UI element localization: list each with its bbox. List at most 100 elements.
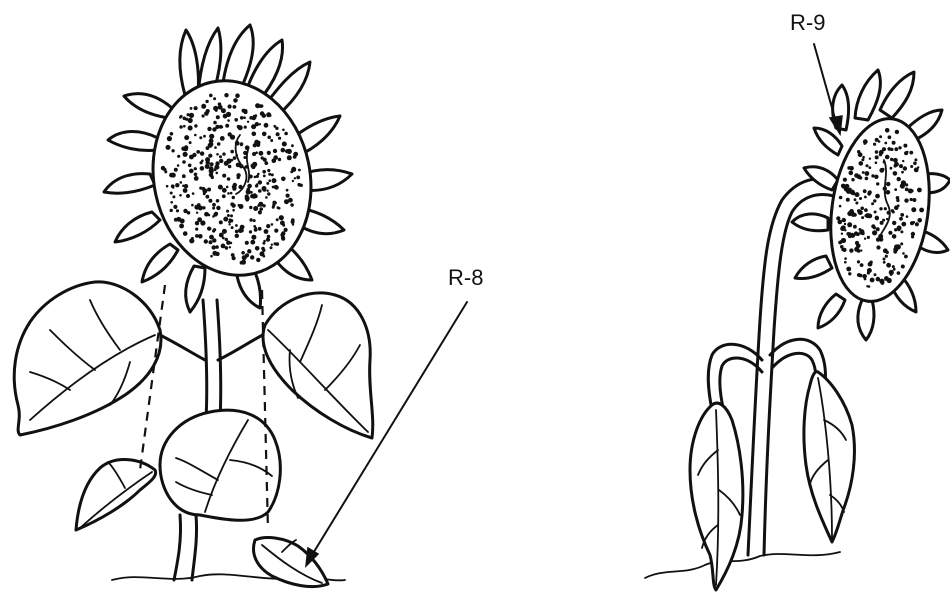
- seed-dot: [209, 94, 213, 98]
- seed-dot: [854, 247, 859, 252]
- seed-dot: [211, 176, 214, 179]
- seed-dot: [257, 173, 260, 176]
- seed-dot: [230, 150, 234, 154]
- seed-dot: [256, 183, 258, 185]
- seed-dot: [258, 180, 262, 184]
- seed-dot: [212, 251, 217, 256]
- seed-dot: [871, 224, 875, 228]
- seed-dot: [218, 185, 223, 190]
- seed-dot: [215, 245, 219, 249]
- seed-dot: [901, 171, 904, 174]
- seed-dot: [205, 157, 210, 162]
- seed-dot: [179, 194, 182, 197]
- seed-dot: [209, 134, 214, 139]
- seed-dot: [266, 182, 269, 185]
- seed-dot: [897, 271, 901, 275]
- seed-dot: [222, 188, 227, 193]
- seed-dot: [901, 180, 906, 185]
- seed-dot: [863, 139, 868, 144]
- seed-dot: [883, 161, 886, 164]
- seed-dot: [863, 189, 867, 193]
- seed-dot: [227, 177, 231, 181]
- seed-dot: [909, 151, 913, 155]
- seed-dot: [866, 164, 869, 167]
- seed-dot: [838, 220, 843, 225]
- seed-dot: [210, 255, 213, 258]
- seed-dot: [894, 188, 897, 191]
- seed-dot: [917, 218, 922, 223]
- seed-dot: [214, 165, 219, 170]
- seed-dot: [839, 205, 842, 208]
- seed-dot: [861, 158, 864, 161]
- seed-dot: [271, 173, 274, 176]
- seed-dot: [884, 207, 887, 210]
- seed-dot: [255, 122, 259, 126]
- seed-dot: [238, 185, 242, 189]
- seed-dot: [196, 150, 200, 154]
- seed-dot: [904, 151, 908, 155]
- seed-dot: [170, 209, 173, 212]
- seed-dot: [844, 187, 849, 192]
- seed-dot: [247, 184, 252, 189]
- seed-dot: [853, 213, 857, 217]
- seed-dot: [227, 214, 230, 217]
- seed-dot: [190, 107, 193, 110]
- seed-dot: [914, 158, 917, 161]
- seed-dot: [189, 141, 192, 144]
- seed-dot: [284, 199, 289, 204]
- seed-dot: [849, 166, 854, 171]
- seed-dot: [163, 168, 166, 171]
- seed-dot: [174, 168, 178, 172]
- seed-dot: [169, 173, 174, 178]
- seed-dot: [263, 158, 267, 162]
- seed-dot: [212, 127, 216, 131]
- seed-dot: [225, 238, 228, 241]
- seed-dot: [177, 164, 180, 167]
- seed-dot: [198, 234, 203, 239]
- seed-dot: [243, 116, 246, 119]
- seed-dot: [286, 189, 289, 192]
- seed-dot: [250, 240, 255, 245]
- seed-dot: [847, 211, 852, 216]
- seed-dot: [274, 201, 277, 204]
- seed-dot: [226, 158, 231, 163]
- seed-dot: [170, 201, 173, 204]
- seed-dot: [259, 123, 261, 125]
- seed-dot: [263, 175, 266, 178]
- seed-dot: [879, 153, 882, 156]
- seed-dot: [853, 225, 857, 229]
- seed-dot: [255, 246, 260, 251]
- seed-dot: [849, 171, 854, 176]
- seed-dot: [238, 204, 241, 207]
- seed-dot: [862, 171, 865, 174]
- seed-dot: [869, 158, 871, 160]
- wilted-leaf-right: [804, 372, 855, 542]
- seed-dot: [841, 233, 843, 235]
- seed-dot: [247, 249, 251, 253]
- seed-dot: [911, 207, 916, 212]
- seed-dot: [890, 158, 893, 161]
- wilted-sunflower-ground: [645, 552, 840, 578]
- seed-dot: [862, 156, 865, 159]
- seed-dot: [256, 258, 260, 262]
- seed-dot: [882, 147, 886, 151]
- seed-dot: [244, 165, 248, 169]
- seed-dot: [200, 220, 205, 225]
- seed-dot: [206, 195, 210, 199]
- seed-dot: [294, 177, 296, 179]
- seed-dot: [194, 167, 197, 170]
- seed-dot: [906, 215, 909, 218]
- seed-dot: [170, 192, 173, 195]
- seed-dot: [235, 234, 239, 238]
- seed-dot: [291, 167, 296, 172]
- seed-dot: [216, 199, 220, 203]
- seed-dot: [281, 148, 286, 153]
- seed-dot: [249, 206, 252, 209]
- seed-dot: [267, 192, 270, 195]
- seed-dot: [274, 185, 278, 189]
- seed-dot: [893, 250, 897, 254]
- seed-dot: [199, 136, 202, 139]
- seed-dot: [237, 125, 240, 128]
- seed-dot: [194, 134, 197, 137]
- seed-dot: [903, 144, 907, 148]
